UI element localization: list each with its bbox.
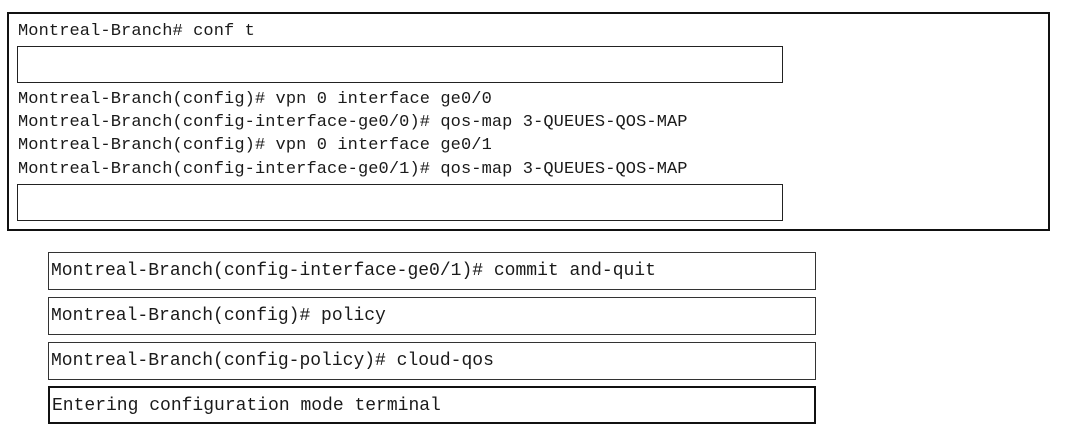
terminal-line-vpn0-ge00: Montreal-Branch(config)# vpn 0 interface… bbox=[18, 90, 492, 109]
option-cloud-qos-text: Montreal-Branch(config-policy)# cloud-qo… bbox=[51, 351, 494, 371]
option-entering-config-mode-text: Entering configuration mode terminal bbox=[52, 396, 441, 416]
terminal-line-qos-map-ge00: Montreal-Branch(config-interface-ge0/0)#… bbox=[18, 113, 688, 132]
answer-drop-slot-1[interactable] bbox=[17, 46, 783, 83]
option-policy[interactable]: Montreal-Branch(config)# policy bbox=[48, 297, 816, 335]
terminal-config-box: Montreal-Branch# conf t Montreal-Branch(… bbox=[7, 12, 1050, 231]
option-entering-config-mode[interactable]: Entering configuration mode terminal bbox=[48, 386, 816, 424]
option-policy-text: Montreal-Branch(config)# policy bbox=[51, 306, 386, 326]
option-cloud-qos[interactable]: Montreal-Branch(config-policy)# cloud-qo… bbox=[48, 342, 816, 380]
option-commit-and-quit-text: Montreal-Branch(config-interface-ge0/1)#… bbox=[51, 261, 656, 281]
terminal-line-conf-t: Montreal-Branch# conf t bbox=[18, 22, 255, 41]
terminal-line-vpn0-ge01: Montreal-Branch(config)# vpn 0 interface… bbox=[18, 136, 492, 155]
terminal-line-qos-map-ge01: Montreal-Branch(config-interface-ge0/1)#… bbox=[18, 160, 688, 179]
answer-drop-slot-2[interactable] bbox=[17, 184, 783, 221]
option-commit-and-quit[interactable]: Montreal-Branch(config-interface-ge0/1)#… bbox=[48, 252, 816, 290]
